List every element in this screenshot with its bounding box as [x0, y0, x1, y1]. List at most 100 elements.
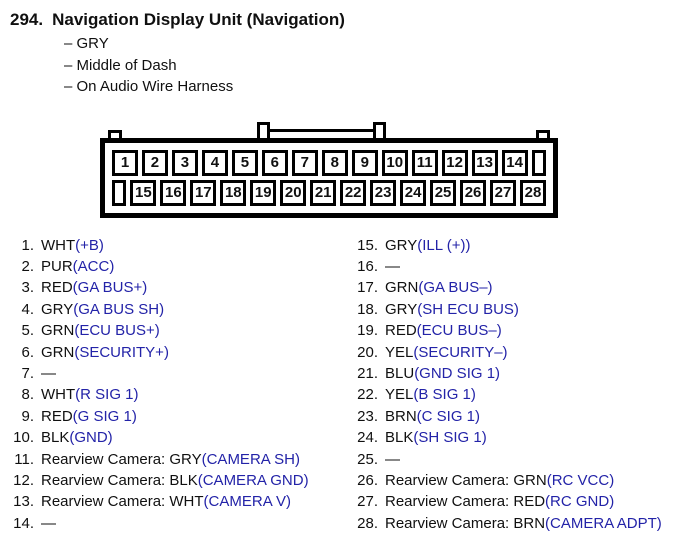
pin-list: 1.WHT (+B)2.PUR (ACC)3.RED (GA BUS+)4.GR…: [8, 235, 695, 534]
connector-pin-2: 2: [142, 150, 168, 176]
pin-number: 2.: [8, 256, 34, 277]
pin-number: 7.: [8, 363, 34, 384]
pin-signal-name: (SECURITY–): [413, 342, 507, 363]
pin-wire-color: GRN: [41, 342, 74, 363]
pin-number: 13.: [8, 491, 34, 512]
connector-pin-13: 13: [472, 150, 498, 176]
pin-signal-name: (CAMERA V): [204, 491, 292, 512]
pin-wire-color: Rearview Camera: BRN: [385, 513, 545, 534]
pin-wire-color: BRN: [385, 406, 417, 427]
pin-list-item: 22.YEL (B SIG 1): [352, 384, 695, 405]
pin-wire-color: —: [385, 449, 400, 470]
pin-number: 18.: [352, 299, 378, 320]
pin-list-item: 13. Rearview Camera: WHT (CAMERA V): [8, 491, 352, 512]
pin-number: 26.: [352, 470, 378, 491]
pin-list-item: 14.—: [8, 513, 352, 534]
connector-pin-4: 4: [202, 150, 228, 176]
pin-number: 27.: [352, 491, 378, 512]
pin-signal-name: (SH ECU BUS): [417, 299, 519, 320]
connector-pin-20: 20: [280, 180, 306, 206]
pin-list-item: 27.Rearview Camera: RED (RC GND): [352, 491, 695, 512]
pin-wire-color: YEL: [385, 342, 413, 363]
connector-pin-11: 11: [412, 150, 438, 176]
pin-list-item: 15.GRY (ILL (+)): [352, 235, 695, 256]
pin-signal-name: (CAMERA SH): [202, 449, 300, 470]
page-header: 294. Navigation Display Unit (Navigation…: [10, 9, 695, 30]
connector-detail-line: – On Audio Wire Harness: [64, 76, 695, 98]
pin-list-item: 9.RED (G SIG 1): [8, 406, 352, 427]
pin-number: 14.: [8, 513, 34, 534]
connector-pin-24: 24: [400, 180, 426, 206]
pin-number: 4.: [8, 299, 34, 320]
pin-wire-color: Rearview Camera: WHT: [41, 491, 204, 512]
pin-list-item: 23.BRN (C SIG 1): [352, 406, 695, 427]
pin-wire-color: Rearview Camera: GRN: [385, 470, 547, 491]
pin-list-item: 6.GRN (SECURITY+): [8, 342, 352, 363]
pin-signal-name: (B SIG 1): [413, 384, 476, 405]
pin-number: 28.: [352, 513, 378, 534]
pin-signal-name: (ECU BUS–): [417, 320, 502, 341]
pin-number: 6.: [8, 342, 34, 363]
pin-signal-name: (RC GND): [545, 491, 614, 512]
pin-wire-color: BLK: [41, 427, 69, 448]
pin-list-right-column: 15.GRY (ILL (+))16.—17.GRN (GA BUS–)18.G…: [352, 235, 695, 534]
pin-signal-name: (CAMERA GND): [198, 470, 309, 491]
item-number: 294.: [10, 9, 43, 30]
connector-pin-3: 3: [172, 150, 198, 176]
connector-pin-21: 21: [310, 180, 336, 206]
pin-number: 16.: [352, 256, 378, 277]
pin-signal-name: (GND): [69, 427, 112, 448]
pin-list-item: 16.—: [352, 256, 695, 277]
pin-list-item: 12. Rearview Camera: BLK (CAMERA GND): [8, 470, 352, 491]
connector-pin-12: 12: [442, 150, 468, 176]
pin-number: 19.: [352, 320, 378, 341]
pin-signal-name: (SH SIG 1): [413, 427, 486, 448]
pin-list-item: 17.GRN (GA BUS–): [352, 277, 695, 298]
pin-wire-color: Rearview Camera: BLK: [41, 470, 198, 491]
pin-number: 3.: [8, 277, 34, 298]
pin-wire-color: BLU: [385, 363, 414, 384]
connector-pin-6: 6: [262, 150, 288, 176]
pin-number: 21.: [352, 363, 378, 384]
connector-pin-17: 17: [190, 180, 216, 206]
pin-wire-color: GRY: [41, 299, 73, 320]
connector-blank-slot-right: [532, 150, 546, 176]
pin-wire-color: WHT: [41, 384, 75, 405]
connector-pin-8: 8: [322, 150, 348, 176]
pin-signal-name: (GND SIG 1): [414, 363, 500, 384]
connector-detail-line: – Middle of Dash: [64, 55, 695, 77]
wiring-pinout-page: 294. Navigation Display Unit (Navigation…: [0, 9, 695, 528]
connector-pin-25: 25: [430, 180, 456, 206]
pin-list-item: 5.GRN (ECU BUS+): [8, 320, 352, 341]
pin-number: 20.: [352, 342, 378, 363]
pin-wire-color: GRN: [41, 320, 74, 341]
connector-pin-7: 7: [292, 150, 318, 176]
connector-pin-10: 10: [382, 150, 408, 176]
connector-detail-line: – GRY: [64, 33, 695, 55]
connector-pin-9: 9: [352, 150, 378, 176]
connector-pin-15: 15: [130, 180, 156, 206]
pin-wire-color: RED: [385, 320, 417, 341]
pin-signal-name: (C SIG 1): [417, 406, 480, 427]
pin-signal-name: (RC VCC): [547, 470, 615, 491]
connector-details: – GRY– Middle of Dash– On Audio Wire Har…: [64, 33, 695, 98]
pin-wire-color: GRY: [385, 299, 417, 320]
pin-number: 15.: [352, 235, 378, 256]
connector-pin-22: 22: [340, 180, 366, 206]
pin-list-item: 21. BLU (GND SIG 1): [352, 363, 695, 384]
pin-list-item: 7. —: [8, 363, 352, 384]
pin-list-item: 18. GRY (SH ECU BUS): [352, 299, 695, 320]
pin-wire-color: RED: [41, 406, 73, 427]
pin-number: 12.: [8, 470, 34, 491]
pin-wire-color: —: [41, 363, 56, 384]
page-title: Navigation Display Unit (Navigation): [52, 9, 345, 30]
pin-list-item: 24.BLK (SH SIG 1): [352, 427, 695, 448]
pin-wire-color: WHT: [41, 235, 75, 256]
pin-number: 17.: [352, 277, 378, 298]
connector-pin-1: 1: [112, 150, 138, 176]
pin-list-item: 20. YEL (SECURITY–): [352, 342, 695, 363]
connector-pin-27: 27: [490, 180, 516, 206]
pin-list-item: 19. RED (ECU BUS–): [352, 320, 695, 341]
